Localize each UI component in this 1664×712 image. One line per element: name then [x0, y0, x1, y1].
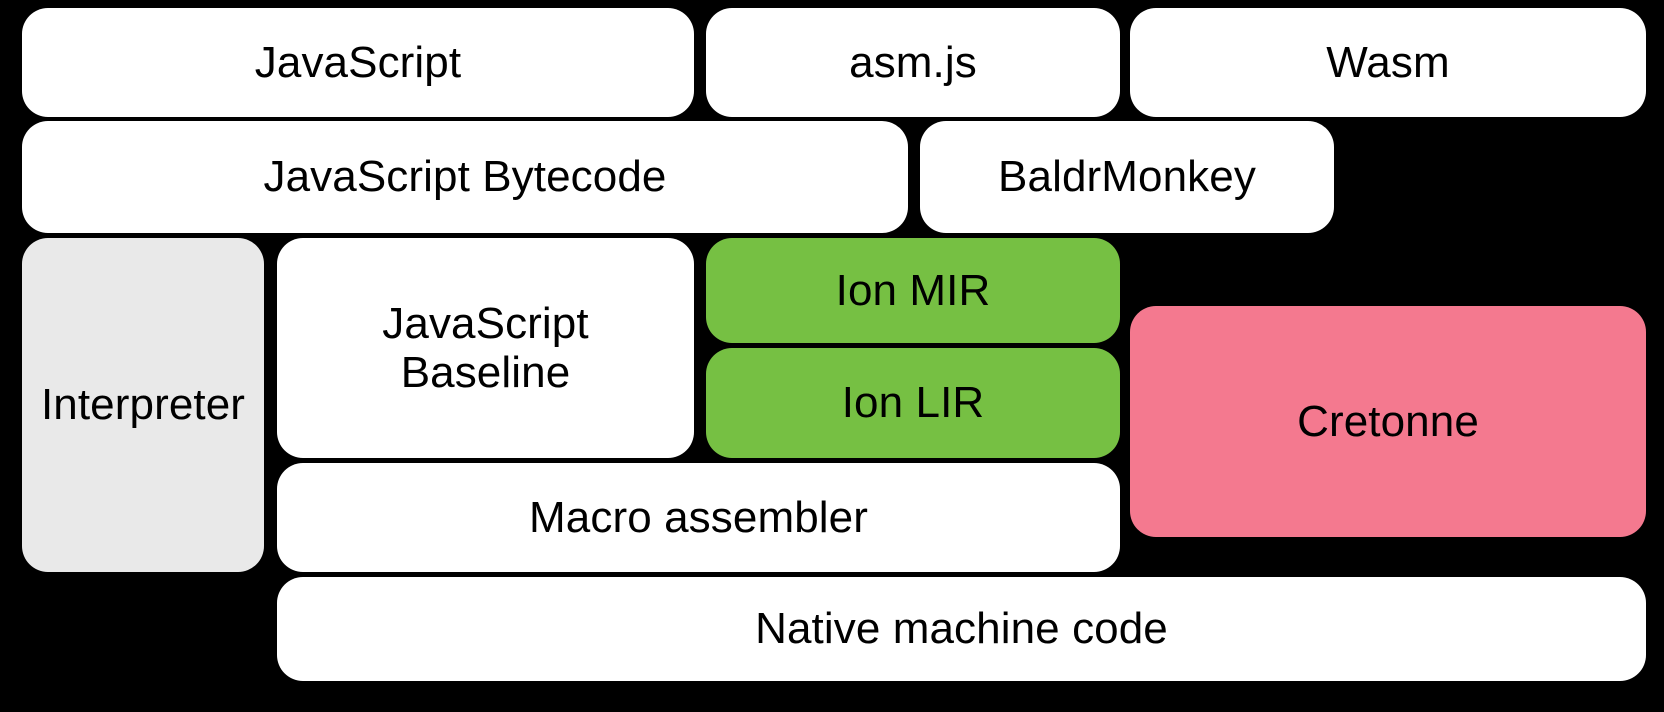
node-cretonne: Cretonne	[1130, 306, 1646, 537]
node-ion-mir: Ion MIR	[706, 238, 1120, 343]
node-ion-lir: Ion LIR	[706, 348, 1120, 458]
node-native-machine-code: Native machine code	[277, 577, 1646, 681]
node-wasm: Wasm	[1130, 8, 1646, 117]
node-javascript-baseline: JavaScript Baseline	[277, 238, 694, 458]
node-javascript: JavaScript	[22, 8, 694, 117]
node-interpreter: Interpreter	[22, 238, 264, 572]
node-asmjs: asm.js	[706, 8, 1120, 117]
node-javascript-bytecode: JavaScript Bytecode	[22, 121, 908, 233]
node-baldrmonkey: BaldrMonkey	[920, 121, 1334, 233]
node-macro-assembler: Macro assembler	[277, 463, 1120, 572]
